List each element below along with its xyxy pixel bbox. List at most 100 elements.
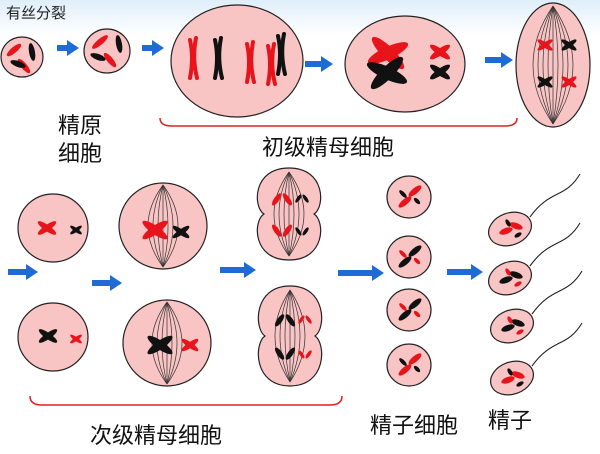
arrow-head [501,52,513,68]
chromosome [10,60,26,68]
arrow-primary-1 [305,56,333,72]
arrow-head [321,56,333,72]
chromatid [142,220,168,240]
spindle-fiber [162,184,169,268]
arrow-mitosis-2 [142,40,164,56]
arm [302,194,309,203]
arrow-to-spermatid [338,265,384,281]
tetrad-black-small [429,64,451,80]
arrow-head [152,40,164,56]
sperm-tail [531,270,583,315]
arrow-shaft [485,57,503,63]
spindle-fiber [552,5,559,125]
arrow-primary-2 [485,52,513,68]
spindle-fiber [273,171,290,257]
chromatid [280,32,287,76]
chromatid [429,44,451,60]
spindle-fiber [289,289,306,383]
chromatid [192,36,199,80]
arrow-mitosis-1 [57,40,79,56]
arm [274,347,285,360]
chromosome [408,185,422,197]
label-primary-spermatocyte: 初级精母细胞 [262,136,395,161]
chromosome [90,53,106,61]
arrow-shaft [8,269,28,275]
spindle-fiber [162,184,179,268]
arm [271,224,282,237]
spindle-fiber [537,5,554,125]
chromatid [561,39,577,51]
spindle [274,289,306,383]
spindle-fiber [283,171,290,257]
chromosome [398,309,412,321]
chromosome-red [142,220,168,240]
chromosome-black [295,227,309,236]
chromosome [507,368,513,376]
label-spermatogonium-line1: 精原 [58,114,103,139]
chromatid [181,338,199,352]
chromosome-black [274,314,296,327]
chromosome [399,190,407,198]
arrow-head [244,262,256,278]
arm [305,350,312,359]
header-band [0,0,600,36]
chromatid [537,39,553,51]
chromatid [270,42,277,86]
tetrad-black [366,56,408,90]
chromatid [370,56,404,90]
spindle-fiber [289,289,301,383]
spindle-fiber [547,5,554,125]
bracket-secondary [29,395,343,406]
spindle-fiber [552,5,574,125]
chromosome-red [298,315,312,324]
chromatid [172,225,190,239]
chromatid [147,335,173,355]
arrow-shaft [57,45,69,51]
arm [285,347,296,360]
chromosome-black [295,194,309,203]
chromosome-pair [276,32,287,76]
spindle-fiber [284,289,291,383]
label-sperm: 精子 [488,409,533,434]
chromosome [499,276,513,284]
chromosome [103,52,117,68]
bracket-primary [159,117,518,127]
arrow-shaft [92,280,112,286]
chromosome [92,35,108,49]
spindle-fiber [532,5,554,125]
chromatid [276,34,282,76]
arm [271,193,282,206]
chromatid [245,42,251,84]
arm [274,314,285,327]
chromatid [38,329,58,343]
chromosome-pair [266,42,277,86]
spindle [532,5,574,125]
chromosome [399,303,407,311]
chromatid [429,64,451,80]
chromatid [188,38,194,80]
chromatid [70,225,82,235]
chromatid [561,76,577,88]
arm [302,227,309,236]
label-mitosis: 有丝分裂 [6,4,67,22]
arrow-shaft [220,267,246,273]
arrow-secondary-1 [92,275,122,291]
chromosome [408,245,422,257]
chromatid [367,42,409,64]
chromosome-red [298,350,312,359]
chromosome [501,324,515,332]
chromosome-red [181,338,199,352]
chromosome-pair [245,40,256,84]
chromatid [70,334,82,344]
spindle-fiber [288,171,295,257]
chromosome [413,365,421,373]
chromosome [6,43,22,57]
chromosome [399,250,407,258]
chromosome [509,271,523,279]
chromosome [511,371,525,379]
label-spermatid: 精子细胞 [370,414,459,439]
chromosome [509,222,523,230]
arrow-shaft [305,61,323,67]
spindle-fiber [162,184,174,268]
